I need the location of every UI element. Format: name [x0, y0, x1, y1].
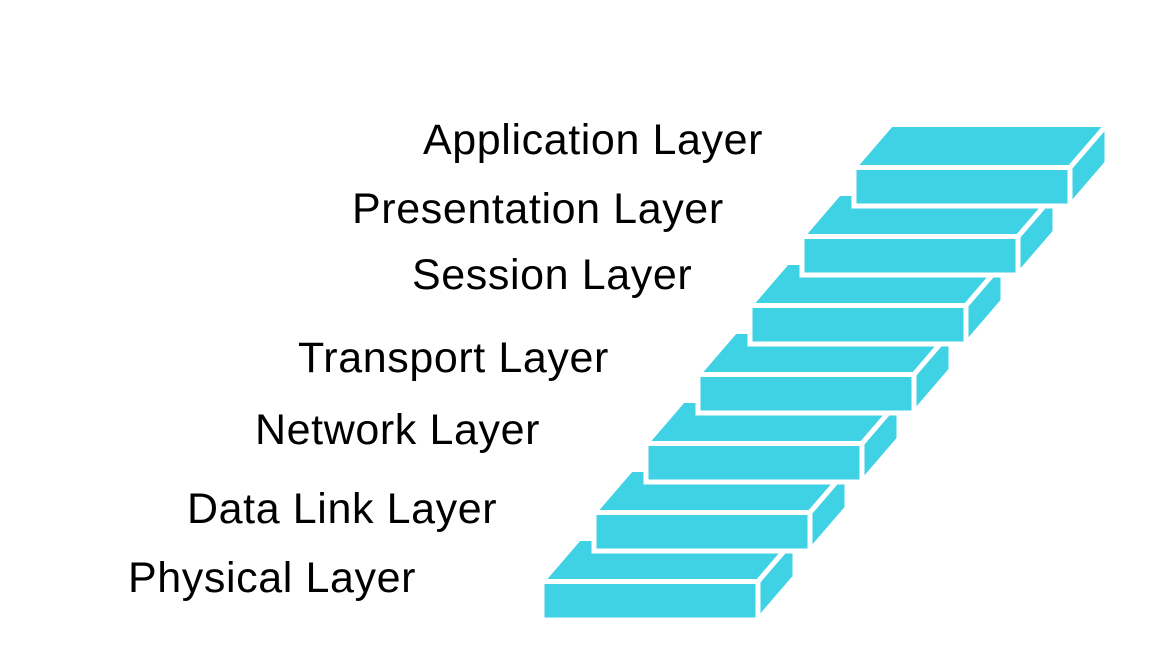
layer-label-network: Network Layer	[255, 406, 541, 454]
step-data-link-front-face	[591, 510, 813, 554]
layer-label-application: Application Layer	[423, 116, 764, 164]
layer-label-physical: Physical Layer	[128, 554, 417, 602]
step-transport-front-face	[695, 372, 917, 416]
layer-label-transport: Transport Layer	[298, 334, 609, 382]
layer-label-data-link: Data Link Layer	[187, 485, 498, 533]
step-presentation-front-face	[799, 234, 1021, 278]
step-application-front-face	[851, 165, 1073, 209]
layer-label-session: Session Layer	[412, 251, 693, 299]
layer-label-presentation: Presentation Layer	[352, 185, 724, 233]
step-physical-front-face	[539, 579, 761, 623]
step-application	[848, 117, 1113, 213]
step-application-top-face	[848, 122, 1113, 170]
step-session-front-face	[747, 303, 969, 347]
step-network-front-face	[643, 441, 865, 485]
